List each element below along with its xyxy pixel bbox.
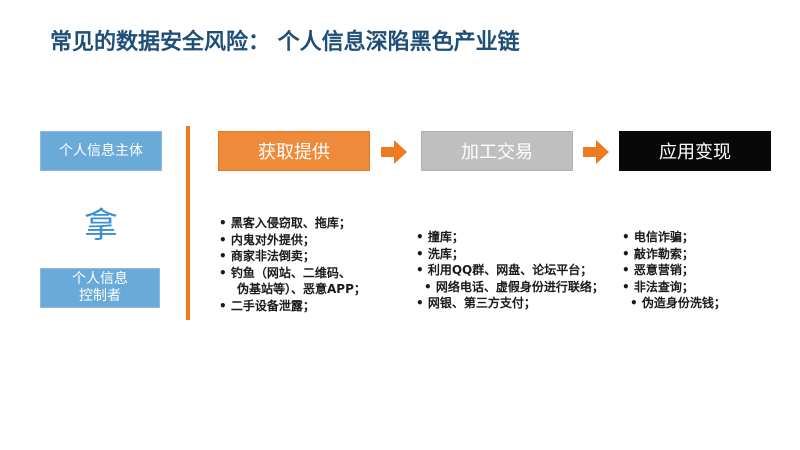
personal-info-subject-box: 个人信息主体 <box>40 131 162 171</box>
list-item: • 恶意营销； <box>622 263 694 278</box>
list-item: • 洗库； <box>416 246 464 261</box>
list-item: • 黑客入侵窃取、拖库； <box>219 216 351 230</box>
list-item: • 撞库； <box>416 230 464 244</box>
list-item: • 电信诈骗； <box>622 230 694 244</box>
list-item: • 网络电话、虚假身份进行联络； <box>424 279 604 294</box>
stage-label: 获取提供 <box>258 142 330 163</box>
stage-acquire-provide: 获取提供 <box>218 131 370 171</box>
personal-info-controller-box: 个人信息 控制者 <box>40 268 160 308</box>
arrow-right-icon <box>583 140 609 164</box>
monetize-list: • 电信诈骗； • 敲诈勒索； • 恶意营销； • 非法查询； • 伪造身份洗钱… <box>622 229 726 312</box>
acquire-methods-list: • 黑客入侵窃取、拖库； • 内鬼对外提供； • 商家非法倒卖； • 钓鱼（网站… <box>219 215 366 315</box>
stage-apply-monetize: 应用变现 <box>619 131 771 171</box>
take-glyph: 拿 <box>84 206 118 246</box>
list-item: • 利用QQ群、网盘、论坛平台； <box>416 263 593 278</box>
arrow-right-icon <box>381 140 407 164</box>
list-item: • 非法查询； <box>622 279 694 294</box>
slide-title: 常见的数据安全风险： 个人信息深陷黑色产业链 <box>50 30 520 55</box>
list-item: • 钓鱼（网站、二维码、 <box>219 265 351 280</box>
controller-label-line2: 控制者 <box>79 288 121 304</box>
subject-label: 个人信息主体 <box>59 142 143 159</box>
list-item: • 伪造身份洗钱； <box>630 296 726 311</box>
list-item: • 敲诈勒索； <box>622 246 694 261</box>
list-item: • 内鬼对外提供； <box>219 232 315 247</box>
list-item: • 网银、第三方支付； <box>416 296 536 311</box>
stage-label: 加工交易 <box>461 142 533 163</box>
list-item-continuation: 伪基站等）、恶意APP； <box>237 282 366 297</box>
stage-process-trade: 加工交易 <box>421 131 573 171</box>
controller-label-line1: 个人信息 <box>72 271 128 287</box>
stage-label: 应用变现 <box>659 142 731 163</box>
process-trade-list: • 撞库； • 洗库； • 利用QQ群、网盘、论坛平台； • 网络电话、虚假身份… <box>416 229 604 312</box>
vertical-divider <box>186 126 190 320</box>
list-item: • 商家非法倒卖； <box>219 249 315 264</box>
list-item: • 二手设备泄露； <box>219 298 315 313</box>
